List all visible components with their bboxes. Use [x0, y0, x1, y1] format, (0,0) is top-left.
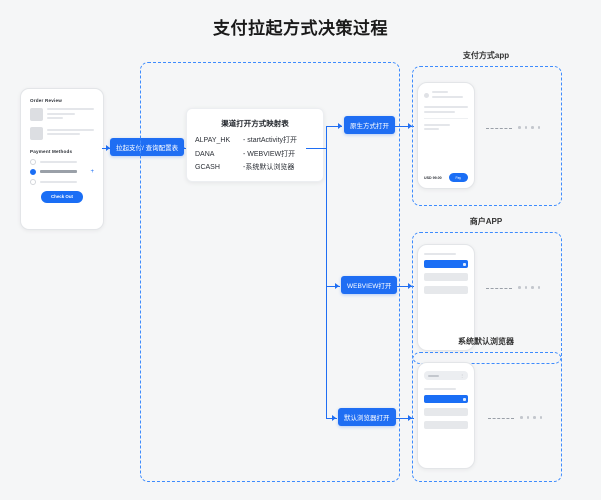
payment-method-option[interactable]: [30, 178, 94, 185]
mapping-channel: GCASH: [195, 164, 220, 171]
mapping-channel: ALPAY_HK: [195, 137, 231, 144]
loading-dots: [520, 416, 542, 419]
loading-dots: [518, 126, 540, 129]
primary-action-bar[interactable]: [424, 395, 468, 403]
branch-pill-browser[interactable]: 默认浏览器打开: [338, 408, 396, 426]
payment-method-option[interactable]: [30, 158, 94, 165]
connector-line: [306, 148, 326, 149]
dashed-connector: [486, 288, 512, 289]
secondary-bar: [424, 273, 468, 281]
connector-line: [394, 126, 414, 127]
mapping-method: - startActivity打开: [243, 137, 298, 144]
merchant-app-container: [412, 232, 562, 364]
connector-arrow: [408, 283, 412, 289]
branch-pill-native[interactable]: 原生方式打开: [344, 116, 395, 134]
mapping-card-title: 渠道打开方式映射表: [221, 119, 289, 128]
primary-action-bar[interactable]: [424, 260, 468, 268]
section-title-payment-app: 支付方式app: [462, 51, 510, 60]
radio-icon: [30, 168, 36, 175]
pay-button[interactable]: Pay: [448, 173, 468, 182]
connector-arrow: [338, 123, 342, 129]
decision-container: [140, 62, 400, 482]
connector-arrow: [106, 145, 110, 151]
plus-icon: +: [90, 168, 94, 175]
check-out-button[interactable]: Check Out: [41, 190, 83, 203]
mapping-row: GCASH -系统默认浏览器: [195, 164, 315, 171]
connector-line: [326, 126, 342, 127]
payment-footer: USD 99.00 Pay: [418, 173, 474, 182]
browser-url-bar[interactable]: ⋮: [424, 371, 468, 380]
mapping-channel: DANA: [195, 150, 215, 158]
secondary-bar: [424, 421, 468, 429]
product-text-placeholder: [47, 108, 94, 122]
avatar: [424, 93, 429, 98]
system-browser-container: [412, 352, 562, 482]
order-item-row: [30, 108, 94, 122]
more-icon[interactable]: ⋮: [460, 372, 464, 378]
merchant-header: [424, 91, 468, 100]
dashed-connector: [486, 128, 512, 129]
section-title-merchant-app: 商户APP: [469, 217, 503, 226]
page-title: 支付拉起方式决策过程: [213, 19, 388, 38]
system-browser-phone-mockup: ⋮: [417, 362, 475, 469]
connector-line: [326, 286, 340, 287]
connector-line: [395, 418, 414, 419]
mapping-method: -系统默认浏览器: [243, 164, 295, 171]
radio-icon: [30, 178, 36, 185]
section-title-system-browser: 系统默认浏览器: [458, 337, 514, 346]
secondary-bar: [424, 286, 468, 294]
product-thumbnail: [30, 108, 43, 122]
order-item-row: [30, 126, 94, 140]
mapping-method: - WEBVIEW打开: [243, 150, 296, 158]
payment-methods-label: Payment Methods: [30, 148, 73, 154]
product-thumbnail: [30, 126, 43, 140]
payment-method-option-selected[interactable]: +: [30, 168, 94, 175]
section-caption: [424, 253, 456, 255]
loading-dots: [518, 286, 540, 289]
mapping-row: DANA - WEBVIEW打开: [195, 151, 315, 158]
payment-amount: USD 99.00: [424, 175, 442, 180]
channel-mapping-card: 渠道打开方式映射表 ALPAY_HK - startActivity打开 DAN…: [186, 108, 324, 182]
radio-icon: [30, 158, 36, 165]
connector-arrow: [408, 123, 412, 129]
payment-app-container: [412, 66, 562, 206]
dashed-connector: [488, 418, 514, 419]
product-text-placeholder: [47, 128, 94, 138]
checkout-phone-mockup: Order Review Payment Methods: [20, 88, 104, 230]
connector-line: [392, 286, 414, 287]
url-text-placeholder: [428, 374, 439, 377]
merchant-app-phone-mockup: [417, 244, 475, 351]
connector-line: [326, 418, 337, 419]
connector-arrow: [408, 415, 412, 421]
branch-pill-webview[interactable]: WEBVIEW打开: [341, 276, 398, 294]
order-review-label: Order Review: [30, 98, 63, 103]
section-caption: [424, 388, 456, 390]
connector-trunk: [326, 126, 327, 418]
mapping-row: ALPAY_HK - startActivity打开: [195, 137, 315, 144]
connector-arrow: [335, 283, 339, 289]
secondary-bar: [424, 408, 468, 416]
payment-app-phone-mockup: USD 99.00 Pay: [417, 82, 475, 189]
start-pill[interactable]: 拉起支付/ 查询配置表: [110, 138, 185, 156]
connector-arrow: [181, 145, 185, 151]
connector-arrow: [332, 415, 336, 421]
